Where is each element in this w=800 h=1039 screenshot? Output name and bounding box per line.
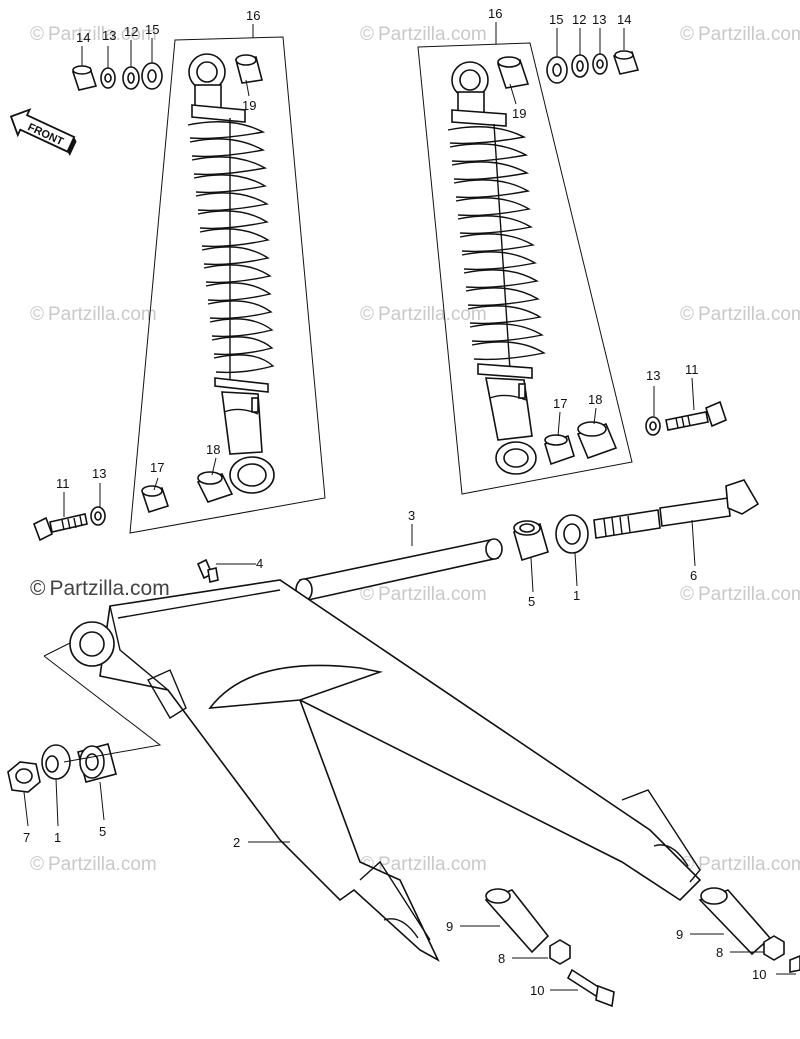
swing-arm-2 bbox=[69, 579, 702, 962]
chain-adjuster-9b bbox=[698, 887, 772, 956]
pivot-sleeve-3 bbox=[295, 538, 503, 602]
left-washer-13 bbox=[100, 67, 116, 89]
callout-15: 15 bbox=[145, 22, 159, 37]
callout-5: 5 bbox=[99, 824, 106, 839]
callout-19: 19 bbox=[512, 106, 526, 121]
callout-12: 12 bbox=[124, 24, 138, 39]
right-cap-nut-14 bbox=[612, 50, 640, 75]
callout-19: 19 bbox=[242, 98, 256, 113]
left-washer-12 bbox=[122, 66, 140, 90]
callout-13: 13 bbox=[92, 466, 106, 481]
callout-4: 4 bbox=[256, 556, 263, 571]
left-shock-group-outline bbox=[129, 36, 326, 534]
callout-11: 11 bbox=[685, 362, 699, 377]
callout-16: 16 bbox=[488, 6, 502, 21]
callout-1: 1 bbox=[573, 588, 580, 603]
needle-bearing-5b bbox=[77, 743, 117, 783]
watermark-text: ©Partzilla.com bbox=[30, 304, 157, 325]
right-washer-13 bbox=[592, 53, 608, 75]
watermark-text: ©Partzilla.com bbox=[680, 24, 800, 45]
adjuster-nut-8b bbox=[763, 935, 785, 961]
callout-16: 16 bbox=[246, 8, 260, 23]
callout-3: 3 bbox=[408, 508, 415, 523]
callout-14: 14 bbox=[617, 12, 631, 27]
watermark-text: ©Partzilla.com bbox=[30, 24, 157, 45]
callout-11: 11 bbox=[56, 476, 70, 491]
callout-labels: 14 13 12 15 16 19 18 17 11 13 16 15 12 1… bbox=[23, 6, 766, 998]
callout-18: 18 bbox=[206, 442, 220, 457]
right-shock-spring bbox=[447, 126, 546, 361]
callout-15: 15 bbox=[549, 12, 563, 27]
callout-18: 18 bbox=[588, 392, 602, 407]
watermark-text: ©Partzilla.com bbox=[360, 304, 487, 325]
left-bushing-19 bbox=[235, 54, 263, 84]
watermark-text: ©Partzilla.com bbox=[30, 854, 157, 875]
right-bushing-18 bbox=[576, 421, 618, 460]
pivot-shaft-6 bbox=[593, 479, 760, 539]
needle-bearing-5 bbox=[513, 520, 549, 562]
right-bushing-19 bbox=[496, 56, 530, 89]
callout-10: 10 bbox=[752, 967, 766, 982]
right-washer-13d bbox=[645, 416, 661, 436]
watermark-text: ©Partzilla.com bbox=[360, 24, 487, 45]
callout-14: 14 bbox=[76, 30, 90, 45]
leader-lines bbox=[23, 22, 796, 991]
adjuster-bolt-10b bbox=[789, 955, 800, 973]
right-shock-group-outline bbox=[417, 42, 633, 495]
callout-8: 8 bbox=[498, 951, 505, 966]
left-collar-17 bbox=[141, 485, 170, 513]
left-cap-nut-14 bbox=[71, 65, 98, 91]
callout-17: 17 bbox=[150, 460, 164, 475]
callout-9: 9 bbox=[446, 919, 453, 934]
pivot-nut-7 bbox=[7, 761, 41, 793]
right-shock-absorber bbox=[447, 61, 546, 475]
seal-1 bbox=[555, 514, 589, 554]
watermark-text-dark: ©Partzilla.com bbox=[30, 577, 170, 600]
right-bolt-11 bbox=[665, 400, 727, 431]
adjuster-bolt-10a bbox=[566, 968, 615, 1008]
left-bushing-18 bbox=[196, 471, 234, 503]
callout-6: 6 bbox=[690, 568, 697, 583]
callout-2: 2 bbox=[233, 835, 240, 850]
left-bolt-11 bbox=[32, 513, 88, 542]
callout-7: 7 bbox=[23, 830, 30, 845]
right-washer-15 bbox=[546, 56, 568, 84]
right-washer-12 bbox=[571, 54, 589, 78]
seal-1b bbox=[41, 744, 71, 780]
callout-5: 5 bbox=[528, 594, 535, 609]
left-shock-absorber bbox=[187, 53, 275, 494]
right-collar-17 bbox=[544, 434, 575, 466]
chain-adjuster-9a bbox=[484, 888, 550, 954]
callout-13: 13 bbox=[592, 12, 606, 27]
adjuster-nut-8a bbox=[549, 939, 571, 965]
callout-8: 8 bbox=[716, 945, 723, 960]
left-shock-spring bbox=[187, 121, 275, 374]
grease-nipple-4 bbox=[196, 558, 219, 583]
watermark-text: ©Partzilla.com bbox=[680, 584, 800, 605]
left-washer-13b bbox=[90, 506, 106, 526]
callout-10: 10 bbox=[530, 983, 544, 998]
left-washer-15 bbox=[141, 62, 163, 90]
callout-9: 9 bbox=[676, 927, 683, 942]
callout-13: 13 bbox=[646, 368, 660, 383]
callout-12: 12 bbox=[572, 12, 586, 27]
callout-17: 17 bbox=[553, 396, 567, 411]
callout-1: 1 bbox=[54, 830, 61, 845]
watermark-text: ©Partzilla.com bbox=[680, 304, 800, 325]
watermark-text: ©Partzilla.com bbox=[360, 584, 487, 605]
callout-13: 13 bbox=[102, 28, 116, 43]
front-arrow-icon: FRONT bbox=[9, 108, 77, 157]
